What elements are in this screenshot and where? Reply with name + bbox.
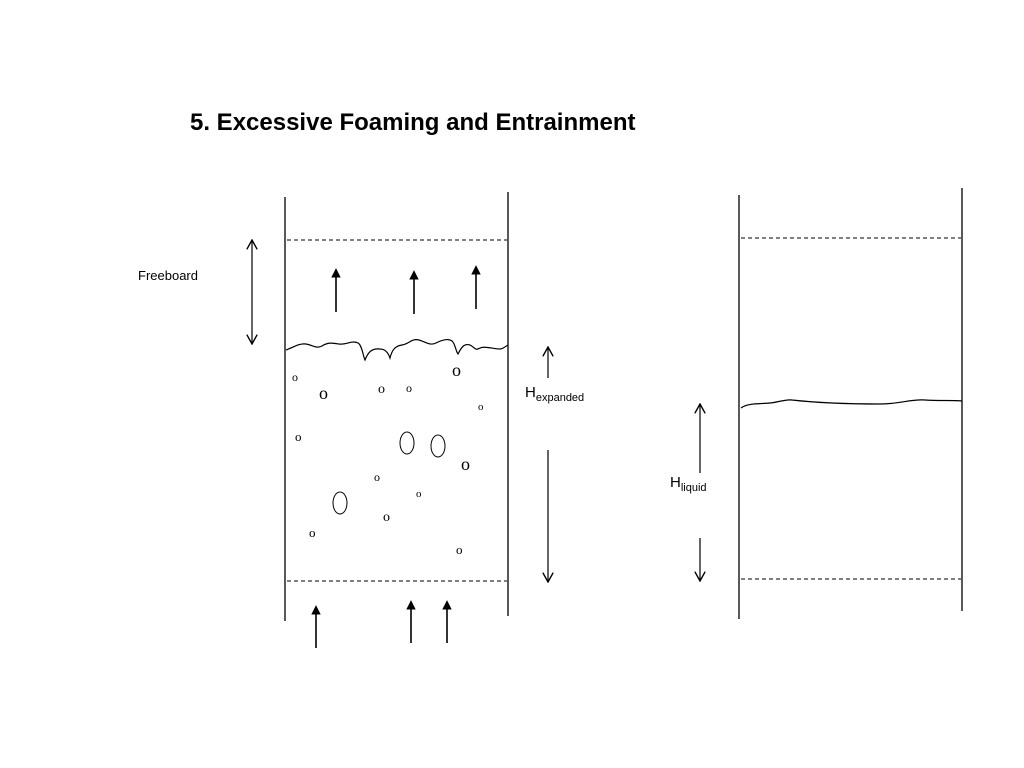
h-liquid-label: Hliquid bbox=[670, 474, 707, 494]
vapour-arrows-bottom bbox=[311, 600, 452, 648]
bubble: o bbox=[416, 488, 422, 500]
foam-surface bbox=[285, 338, 509, 362]
bubble: o bbox=[374, 470, 380, 484]
foam-bubbles: o o o o o o o o o o o o o bbox=[292, 360, 484, 557]
bubble: o bbox=[461, 454, 470, 474]
bubble bbox=[332, 491, 348, 515]
bubble: o bbox=[456, 542, 463, 557]
normal-column: Hliquid bbox=[670, 188, 963, 619]
foaming-column: o o o o o o o o o o o o o bbox=[138, 192, 584, 648]
bubble: o bbox=[452, 360, 461, 380]
bubble: o bbox=[406, 381, 412, 395]
vapour-arrows-top bbox=[331, 265, 481, 314]
bubble: o bbox=[478, 401, 484, 413]
freeboard-label: Freeboard bbox=[138, 268, 198, 283]
bubble bbox=[430, 434, 446, 458]
bubble bbox=[399, 431, 415, 455]
h-expanded-label: Hexpanded bbox=[525, 384, 584, 404]
page-title: 5. Excessive Foaming and Entrainment bbox=[190, 109, 636, 136]
bubble: o bbox=[319, 383, 328, 403]
bubble: o bbox=[295, 429, 302, 444]
bubble: o bbox=[378, 382, 385, 397]
bubble: o bbox=[292, 370, 298, 384]
bubble: o bbox=[383, 510, 390, 525]
liquid-surface bbox=[740, 399, 963, 409]
bubble: o bbox=[309, 525, 316, 540]
